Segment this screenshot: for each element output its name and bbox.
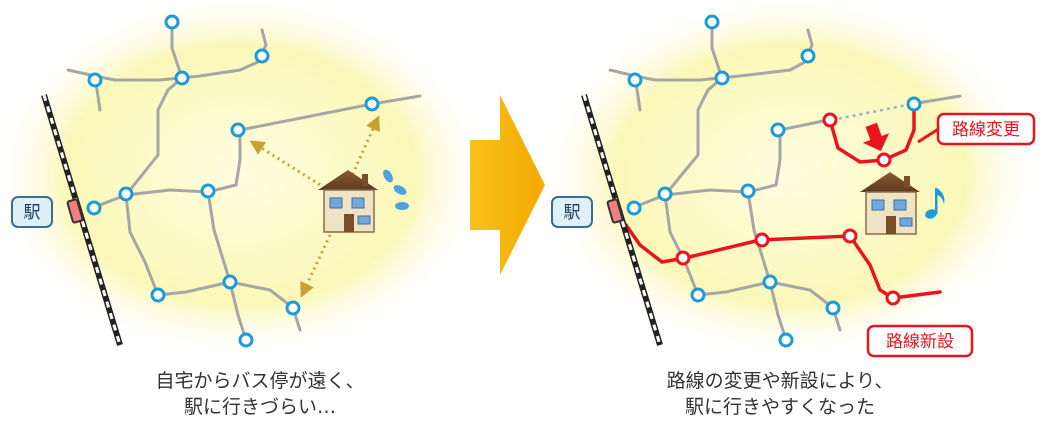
new-bus-stop <box>754 232 770 248</box>
route-line <box>124 193 232 297</box>
bus-stop <box>906 96 922 112</box>
bus-stop <box>704 14 720 30</box>
bus-stop <box>285 300 301 316</box>
house-icon <box>860 172 920 235</box>
bus-stop <box>627 72 643 88</box>
bus-stop <box>118 186 134 202</box>
bus-stop <box>238 332 254 348</box>
bus-stop <box>740 183 756 199</box>
walk-arrow <box>249 140 326 190</box>
bus-stop <box>690 287 706 303</box>
left-station-box: 駅 <box>11 196 53 228</box>
bus-stop <box>254 48 270 64</box>
bus-stop <box>200 183 216 199</box>
bus-stop <box>825 300 841 316</box>
bus-stop <box>762 274 778 290</box>
right-new-stops <box>675 112 901 306</box>
left-glow <box>0 0 490 360</box>
route-line <box>90 94 422 210</box>
station-marker <box>606 198 624 224</box>
route-line <box>228 280 302 332</box>
bus-stop <box>714 70 730 86</box>
bus-stop <box>86 200 102 216</box>
left-caption-line1: 自宅からバス停が遠く、 <box>155 370 365 392</box>
bus-stop <box>800 48 816 64</box>
right-arrow-icon <box>470 95 545 275</box>
right-bus-stops <box>626 14 922 348</box>
sweat-drops-icon <box>383 169 409 210</box>
left-walk-arrows <box>249 115 380 298</box>
route-change-callout: 路線変更 <box>917 112 1036 146</box>
bus-stop <box>770 122 786 138</box>
red-down-arrow-icon <box>862 122 890 152</box>
route-line <box>663 193 772 297</box>
bus-stop <box>222 274 238 290</box>
route-line <box>663 20 724 197</box>
left-bus-stops <box>86 14 380 348</box>
left-caption-line2: 駅に行きづらい… <box>183 396 336 418</box>
bus-stop <box>778 332 794 348</box>
station-marker <box>66 198 84 224</box>
bus-stop <box>164 14 180 30</box>
station-label: 駅 <box>564 203 581 223</box>
new-bus-stop <box>822 112 838 128</box>
route-line <box>124 20 184 197</box>
new-route-label: 路線新設 <box>886 332 954 352</box>
new-route-callout: 路線新設 <box>866 324 974 358</box>
bus-stop <box>657 186 673 202</box>
route-change-label: 路線変更 <box>952 120 1020 140</box>
new-route <box>624 223 942 300</box>
bus-stop <box>230 122 246 138</box>
bus-stop <box>150 287 166 303</box>
new-bus-stop <box>675 250 691 266</box>
music-note-icon <box>925 188 945 219</box>
new-bus-stop <box>885 290 901 306</box>
bus-stop <box>626 200 642 216</box>
new-bus-stop <box>842 228 858 244</box>
new-bus-stop <box>876 152 892 168</box>
right-caption-line1: 路線の変更や新設により、 <box>666 370 894 392</box>
bus-stop <box>364 96 380 112</box>
house-icon <box>318 170 378 233</box>
right-caption: 路線の変更や新設により、 駅に行きやすくなった <box>590 368 970 420</box>
right-panel: 駅 路線変更 路線新設 <box>540 0 1040 360</box>
bus-stop <box>174 70 190 86</box>
right-glow <box>540 0 1040 360</box>
right-station-box: 駅 <box>551 196 593 228</box>
walk-arrow <box>300 234 332 298</box>
bus-stop <box>87 72 103 88</box>
left-panel: 駅 <box>0 0 490 360</box>
route-line <box>768 280 842 332</box>
right-caption-line2: 駅に行きやすくなった <box>684 396 875 418</box>
station-label: 駅 <box>24 203 41 223</box>
left-caption: 自宅からバス停が遠く、 駅に行きづらい… <box>80 368 440 420</box>
